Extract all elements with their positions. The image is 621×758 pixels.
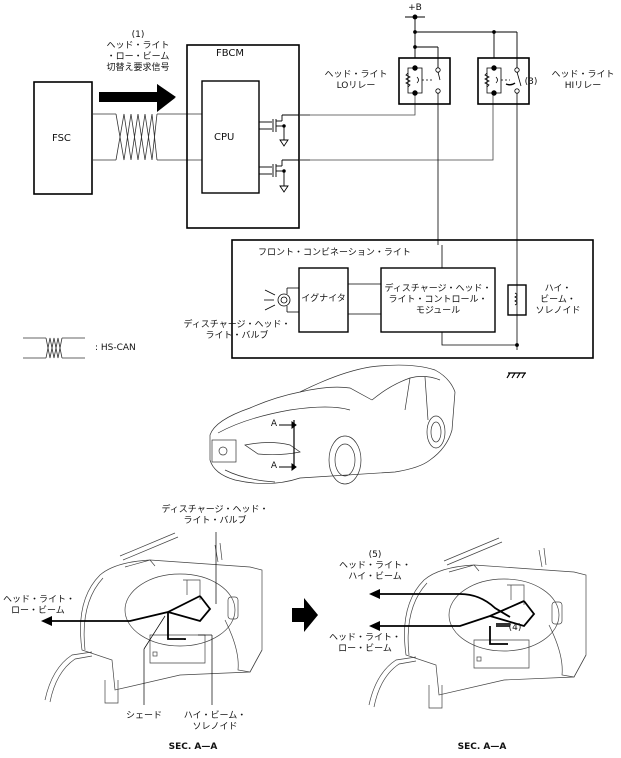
section-left-solenoid-line-1: ハイ・ビーム・ — [183, 711, 247, 721]
section-left-beam-label: ヘッド・ライト・ ロー・ビーム — [3, 595, 75, 617]
hi-relay-line-2: HIリレー — [564, 81, 602, 91]
section-left-shade-label: シェード — [125, 711, 162, 721]
solenoid-line-3: ソレノイド — [535, 306, 581, 316]
control-module-box — [380, 267, 496, 333]
section-right-solenoid-plate — [496, 623, 510, 627]
fsc-box — [33, 81, 93, 195]
signal-number: (1) — [131, 30, 145, 40]
section-left-beam-arrowhead — [41, 616, 52, 626]
signal-arrow-shape — [99, 84, 176, 109]
igniter-module-wires — [348, 245, 519, 347]
cpu-label: CPU — [214, 132, 235, 143]
car-illustration — [209, 364, 456, 485]
lo-relay-label: ヘッド・ライト LOリレー — [318, 70, 394, 92]
section-marker-bottom: A — [270, 461, 278, 471]
section-left-bulb-line-1: ディスチャージ・ヘッド・ — [161, 505, 269, 515]
bulb-symbol — [264, 287, 299, 313]
bulb-line-2: ライト・バルブ — [205, 331, 269, 341]
solenoid-symbol — [507, 284, 527, 316]
bulb-line-1: ディスチャージ・ヘッド・ — [183, 320, 291, 330]
control-module-line-2: ライト・コントロール・ — [388, 295, 488, 305]
section-right-high-line-1: ヘッド・ライト・ — [338, 561, 411, 571]
hi-relay-label: ヘッド・ライト HIリレー — [545, 70, 621, 92]
transition-arrow — [292, 598, 318, 632]
front-combination-light-box — [231, 239, 594, 359]
bulb-label: ディスチャージ・ヘッド・ ライト・バルブ — [172, 320, 302, 342]
section-left-leaders — [143, 532, 217, 705]
fbcm-box — [186, 44, 300, 229]
lo-relay — [398, 57, 451, 245]
lo-relay-line-2: LOリレー — [336, 81, 376, 91]
section-right-low-arrowhead — [369, 621, 380, 631]
control-module-line-1: ディスチャージ・ヘッド・ — [384, 284, 492, 294]
lo-relay-line-1: ヘッド・ライト — [324, 70, 388, 80]
cpu-box — [201, 80, 260, 194]
section-right-caption: SEC. A—A — [457, 742, 507, 752]
transistor-lower — [259, 159, 310, 193]
power-label: +B — [408, 3, 422, 13]
fbcm-label: FBCM — [216, 48, 245, 59]
section-left-bulb-label: ディスチャージ・ヘッド・ ライト・バルブ — [150, 505, 280, 527]
hs-can-legend-label: : HS-CAN — [95, 343, 136, 353]
section-right-low-label: ヘッド・ライト・ ロー・ビーム — [320, 633, 410, 655]
section-right-high-number: (5) — [368, 550, 382, 560]
igniter-label: イグナイタ — [301, 294, 346, 304]
section-left-bulb-line-2: ライト・バルブ — [183, 516, 247, 526]
section-right-low-line-2: ロー・ビーム — [338, 644, 392, 654]
solenoid-label: ハイ・ ビーム・ ソレノイド — [530, 284, 586, 317]
control-module-label: ディスチャージ・ヘッド・ ライト・コントロール・ モジュール — [381, 284, 495, 317]
section-right-headlamp — [368, 537, 587, 709]
hs-can-legend-symbol — [23, 337, 85, 359]
section-right-solenoid-number: (4) — [508, 623, 522, 633]
section-cut-line — [279, 420, 297, 471]
ground-symbol — [506, 372, 526, 379]
solenoid-line-2: ビーム・ — [540, 295, 576, 305]
relay-control-wires — [299, 93, 494, 161]
section-left-solenoid-line-2: ソレノイド — [192, 722, 238, 732]
signal-line-1: ヘッド・ライト — [106, 41, 170, 51]
section-left-beam-line-2: ロー・ビーム — [11, 606, 65, 616]
igniter-box — [298, 267, 349, 333]
signal-line-3: 切替え要求信号 — [106, 63, 170, 73]
hi-relay — [477, 57, 530, 350]
section-right-beams — [380, 593, 536, 645]
signal-label: (1) ヘッド・ライト ・ロー・ビーム 切替え要求信号 — [98, 30, 178, 74]
hi-relay-number: (3) — [524, 77, 538, 87]
section-left-headlamp — [44, 532, 263, 704]
section-right-high-line-2: ハイ・ビーム — [348, 572, 402, 582]
section-left-solenoid-label: ハイ・ビーム・ ソレノイド — [180, 711, 250, 733]
control-module-line-3: モジュール — [415, 306, 461, 316]
section-right-low-line-1: ヘッド・ライト・ — [328, 633, 401, 643]
solenoid-line-1: ハイ・ — [544, 284, 572, 294]
front-combination-light-label: フロント・コンビネーション・ライト — [258, 248, 411, 258]
fsc-label: FSC — [52, 133, 71, 144]
section-right-high-label: (5) ヘッド・ライト・ ハイ・ビーム — [330, 550, 420, 583]
transistor-upper — [259, 114, 310, 147]
section-left-caption: SEC. A—A — [168, 742, 218, 752]
hi-relay-line-1: ヘッド・ライト — [551, 70, 615, 80]
section-right-high-arrowhead — [369, 589, 380, 599]
signal-line-2: ・ロー・ビーム — [106, 52, 170, 62]
power-node — [405, 14, 518, 68]
section-left-beam — [48, 595, 212, 640]
hs-can-twisted-pair — [92, 113, 202, 161]
section-marker-top: A — [270, 419, 278, 429]
section-left-beam-line-1: ヘッド・ライト・ — [3, 595, 76, 605]
